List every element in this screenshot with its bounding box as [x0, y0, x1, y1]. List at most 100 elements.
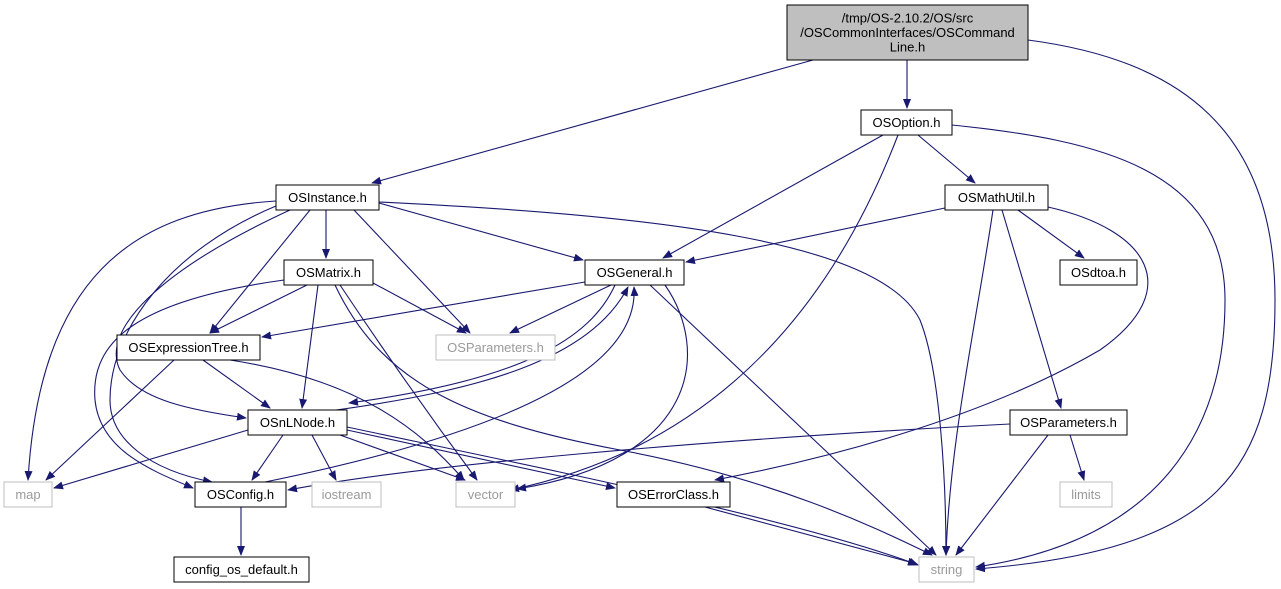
edge-osmathutil-to-osgeneral: [685, 207, 946, 265]
node-label: /tmp/OS-2.10.2/OS/src: [842, 11, 974, 26]
node-label: OSGeneral.h: [597, 265, 673, 280]
edge-layer: [24, 39, 1276, 573]
edge-root-to-osinstance: [371, 59, 814, 185]
node-label: OSConfig.h: [207, 487, 274, 502]
node-label: OSParameters.h: [447, 340, 544, 355]
node-osmathutil[interactable]: OSMathUtil.h: [944, 184, 1049, 211]
edge-osinstance-to-osgeneral: [378, 202, 584, 262]
node-label: string: [931, 562, 963, 577]
node-box: [1059, 481, 1113, 508]
edge-osinstance-to-map: [24, 200, 277, 481]
edge-osgeneral-to-osparams_ext: [509, 284, 612, 334]
node-box: [3, 481, 53, 508]
edge-osconfig-to-osgeneral: [264, 286, 639, 483]
edge-osgeneral-to-string: [649, 284, 937, 556]
node-osdtoa[interactable]: OSdtoa.h: [1059, 259, 1138, 286]
edge-osnlnode-to-iostream: [311, 434, 337, 481]
node-iostream: iostream: [311, 481, 382, 508]
edge-osparams-to-osconfig: [287, 423, 1011, 493]
node-limits: limits: [1059, 481, 1113, 508]
node-box: [944, 184, 1049, 211]
node-box: [116, 334, 261, 361]
node-label: OSdtoa.h: [1071, 265, 1126, 280]
node-osexprtree[interactable]: OSExpressionTree.h: [116, 334, 261, 361]
edge-osmatrix-to-vector: [339, 284, 478, 481]
edge-osoption-to-string: [951, 124, 1226, 570]
edge-osinstance-to-string: [378, 201, 950, 556]
node-map: map: [3, 481, 53, 508]
edge-osnlnode-to-map: [53, 429, 249, 490]
node-box: [435, 334, 556, 361]
node-label: OSMatrix.h: [296, 265, 361, 280]
edge-osexprtree-to-vector: [229, 359, 465, 481]
node-osgeneral[interactable]: OSGeneral.h: [584, 259, 685, 286]
node-string: string: [918, 556, 975, 583]
node-label: limits: [1071, 487, 1101, 502]
edge-osoption-to-osgeneral: [662, 134, 884, 259]
edge-osmatrix-to-osparams_ext: [372, 282, 467, 334]
node-label: OSParameters.h: [1020, 415, 1117, 430]
edge-osparams-to-string: [955, 434, 1049, 556]
edge-osinstance-to-osconfig: [109, 205, 277, 485]
node-label: OSMathUtil.h: [958, 190, 1035, 205]
edge-osnlnode-to-vector: [339, 434, 466, 481]
edge-osoption-to-osmathutil: [917, 134, 976, 184]
node-osconfig[interactable]: OSConfig.h: [194, 481, 287, 508]
node-label: OSErrorClass.h: [628, 487, 719, 502]
edge-osnlnode-to-oserrorclass: [346, 429, 616, 491]
node-box: [786, 4, 1029, 61]
edge-osexprtree-to-osnlnode: [202, 359, 271, 409]
node-box: [918, 556, 975, 583]
edge-osinstance-to-osexprtree: [209, 209, 311, 334]
edge-osmathutil-to-osdtoa: [1017, 209, 1085, 259]
node-box: [455, 481, 516, 508]
node-layer: /tmp/OS-2.10.2/OS/src/OSCommonInterfaces…: [3, 4, 1138, 583]
node-box: [173, 556, 310, 583]
node-osinstance[interactable]: OSInstance.h: [275, 184, 380, 211]
edge-osinstance-to-osnlnode: [115, 209, 291, 421]
node-osnlnode[interactable]: OSnLNode.h: [247, 409, 348, 436]
edge-osmatrix-to-osnlnode: [299, 284, 319, 409]
edge-osmathutil-to-oserrorclass: [714, 206, 1149, 483]
node-vector: vector: [455, 481, 516, 508]
edge-osmathutil-to-string: [942, 209, 994, 556]
node-box: [283, 259, 374, 286]
node-label: iostream: [322, 487, 372, 502]
node-box: [1009, 409, 1128, 436]
edge-osmatrix-to-osconfig: [94, 279, 285, 489]
edge-osmathutil-to-osparams: [1001, 209, 1063, 409]
node-label: /OSCommonInterfaces/OSCommand: [800, 25, 1015, 40]
node-box: [860, 109, 953, 136]
node-oserrorclass[interactable]: OSErrorClass.h: [616, 481, 731, 508]
node-configdefault[interactable]: config_os_default.h: [173, 556, 310, 583]
node-root[interactable]: /tmp/OS-2.10.2/OS/src/OSCommonInterfaces…: [786, 4, 1029, 61]
edge-osgeneral-to-osexprtree: [261, 281, 586, 340]
node-box: [194, 481, 287, 508]
node-box: [275, 184, 380, 211]
node-box: [311, 481, 382, 508]
edge-osparams-to-limits: [1069, 434, 1086, 481]
edge-osoption-to-vector: [509, 134, 899, 493]
node-osparams_ext: OSParameters.h: [435, 334, 556, 361]
edge-oserrorclass-to-string: [704, 506, 918, 566]
node-label: config_os_default.h: [185, 562, 298, 577]
edge-root-to-string: [975, 39, 1276, 573]
edge-osmatrix-to-string: [334, 284, 933, 556]
node-osoption[interactable]: OSOption.h: [860, 109, 953, 136]
node-label: map: [15, 487, 40, 502]
edge-osmatrix-to-osexprtree: [209, 284, 308, 334]
node-label: OSnLNode.h: [260, 415, 335, 430]
node-osmatrix[interactable]: OSMatrix.h: [283, 259, 374, 286]
node-label: OSOption.h: [873, 115, 941, 130]
node-box: [584, 259, 685, 286]
node-label: Line.h: [890, 40, 925, 55]
edge-osexprtree-to-map: [45, 359, 175, 481]
node-label: vector: [468, 487, 504, 502]
node-osparams[interactable]: OSParameters.h: [1009, 409, 1128, 436]
edge-osnlnode-to-osgeneral: [335, 286, 629, 411]
node-box: [247, 409, 348, 436]
edge-osnlnode-to-osconfig: [251, 434, 284, 481]
node-label: OSExpressionTree.h: [128, 340, 248, 355]
node-label: OSInstance.h: [288, 190, 367, 205]
